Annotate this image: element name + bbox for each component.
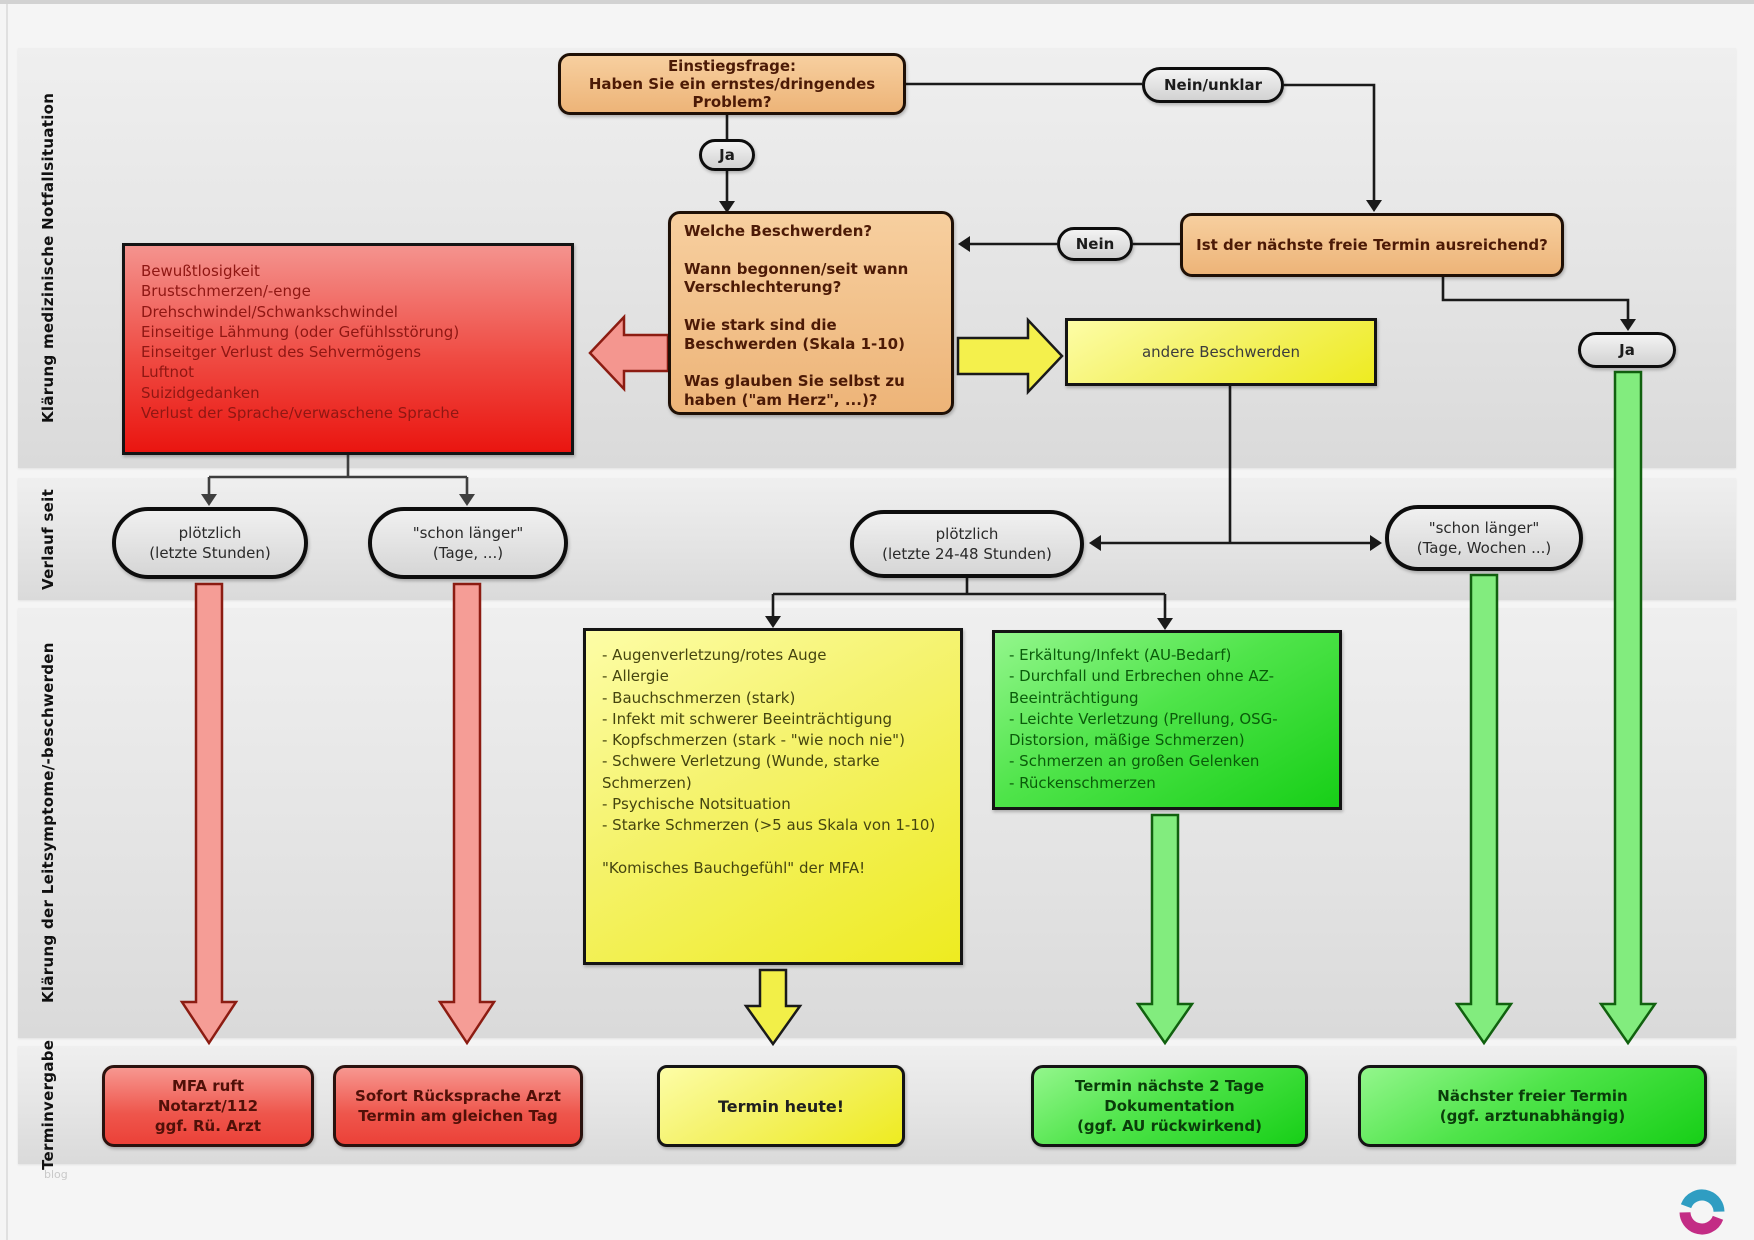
node-gruene-liste: - Erkältung/Infekt (AU-Bedarf) - Durchfa… [992,630,1342,810]
watermark-text: blog [44,1168,68,1181]
node-ist-termin-ausreichend: Ist der nächste freie Termin ausreichend… [1180,213,1564,277]
node-ploetzlich-stunden: plötzlich (letzte Stunden) [112,507,308,579]
section-label-leitsymptome: Klärung der Leitsymptome/-beschwerden [39,642,57,1004]
node-einstiegsfrage: Einstiegsfrage: Haben Sie ein ernstes/dr… [558,53,906,115]
left-border [6,4,8,1240]
logo-teal-arc [1679,1189,1725,1235]
logo-magenta-arc [1679,1189,1725,1235]
section-label-notfallsituation: Klärung medizinische Notfallsituation [39,92,57,424]
node-nein: Nein [1057,227,1133,261]
node-ja-1: Ja [699,139,755,171]
node-andere-beschwerden: andere Beschwerden [1065,318,1377,386]
node-ja-2: Ja [1578,332,1676,368]
node-ergebnis-notarzt: MFA ruft Notarzt/112 ggf. Rü. Arzt [102,1065,314,1147]
node-ergebnis-2-tage: Termin nächste 2 Tage Dokumentation (ggf… [1031,1065,1308,1147]
node-ergebnis-termin-heute: Termin heute! [657,1065,905,1147]
section-label-verlauf-seit: Verlauf seit [39,488,57,590]
node-schon-laenger-tage: "schon länger" (Tage, ...) [368,507,568,579]
node-ergebnis-naechster-termin: Nächster freier Termin (ggf. arztunabhän… [1358,1065,1707,1147]
section-label-terminvergabe: Terminvergabe [39,1039,57,1171]
node-gelbe-liste: - Augenverletzung/rotes Auge - Allergie … [583,628,963,965]
node-rote-symptome: Bewußtlosigkeit Brustschmerzen/-enge Dre… [122,243,574,455]
node-nein-unklar: Nein/unklar [1142,67,1284,103]
node-ploetzlich-24-48: plötzlich (letzte 24-48 Stunden) [850,510,1084,578]
node-schon-laenger-wochen: "schon länger" (Tage, Wochen ...) [1385,505,1583,571]
node-ergebnis-sofort: Sofort Rücksprache Arzt Termin am gleich… [333,1065,583,1147]
top-border [0,0,1754,4]
s-ring-logo [1679,1189,1725,1235]
node-welche-beschwerden: Welche Beschwerden? Wann begonnen/seit w… [668,211,954,415]
